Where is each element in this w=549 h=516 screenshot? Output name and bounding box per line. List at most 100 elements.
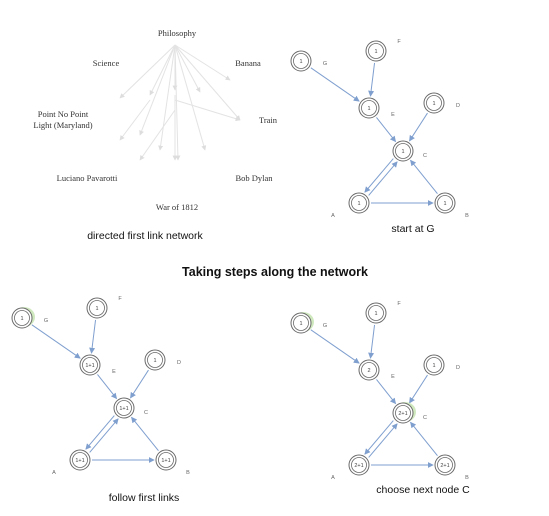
node-b: 1+1B <box>155 449 190 476</box>
node-inner-ring <box>72 452 88 468</box>
node-inner-ring <box>368 43 384 59</box>
node-a: 1+1A <box>52 449 91 476</box>
node-inner-ring <box>361 100 377 116</box>
node-e: 1E <box>358 97 395 119</box>
word-link-extra-1 <box>174 99 241 122</box>
node-value: 1 <box>443 201 446 207</box>
word-link-9 <box>139 44 176 136</box>
node-value: 2+1 <box>398 411 407 417</box>
node-value: 1 <box>432 363 435 369</box>
node-value: 1 <box>401 149 404 155</box>
node-value: 1 <box>357 201 360 207</box>
node-letter: E <box>391 374 395 380</box>
node-inner-ring <box>426 95 442 111</box>
edge-a-to-c <box>89 418 119 453</box>
word-link-0 <box>149 44 176 96</box>
word-bob-dylan: Bob Dylan <box>235 173 273 183</box>
node-letter: D <box>456 103 460 109</box>
edge-f-to-e <box>89 319 97 354</box>
edge-d-to-c <box>409 112 428 142</box>
node-inner-ring <box>368 305 384 321</box>
node-letter: C <box>423 153 427 159</box>
word-luciano-pavarotti: Luciano Pavarotti <box>57 173 118 183</box>
node-letter: A <box>52 470 56 476</box>
node-f: 1F <box>86 296 122 319</box>
node-letter: A <box>331 475 335 481</box>
node-inner-ring <box>426 357 442 373</box>
node-value: 2+1 <box>354 463 363 469</box>
node-letter: B <box>465 475 469 481</box>
node-value: 2 <box>367 368 370 374</box>
edge-a-to-c <box>368 161 398 196</box>
node-letter: D <box>456 365 460 371</box>
word-network-panel: Philosophy Science Banana Point No Point… <box>33 28 277 242</box>
edge-b-to-c <box>131 416 159 451</box>
panel-caption: choose next node C <box>376 484 470 496</box>
node-value: 1+1 <box>119 406 128 412</box>
panel-caption: follow first links <box>109 492 180 504</box>
node-value: 1 <box>374 311 377 317</box>
node-value: 1 <box>374 49 377 55</box>
edge-g-to-e <box>310 329 360 364</box>
node-letter: G <box>323 323 327 329</box>
edge-f-to-e <box>368 62 376 97</box>
edge-b-to-c <box>410 421 438 456</box>
node-c: 1C <box>392 140 427 162</box>
edge-g-to-e <box>31 324 81 359</box>
node-letter: E <box>112 369 116 375</box>
edge-e-to-c <box>97 374 118 400</box>
edge-d-to-c <box>130 369 149 399</box>
node-inner-ring <box>82 357 98 373</box>
word-link-4 <box>174 44 231 81</box>
node-c: 2+1C <box>392 402 427 424</box>
node-inner-ring <box>395 405 411 421</box>
edge-b-to-c <box>410 159 438 194</box>
node-value: 1 <box>299 59 302 65</box>
node-b: 2+1B <box>434 454 469 481</box>
node-inner-ring <box>89 300 105 316</box>
node-value: 1 <box>367 106 370 112</box>
word-link-extra-2 <box>119 99 151 141</box>
node-value: 1+1 <box>75 458 84 464</box>
edge-g-to-e <box>310 67 360 102</box>
caption-directed-network: directed first link network <box>87 230 203 242</box>
word-link-8 <box>174 44 241 121</box>
word-philosophy: Philosophy <box>158 28 197 38</box>
edge-a-to-c <box>368 423 398 458</box>
node-e: 1+1E <box>79 354 116 376</box>
node-inner-ring <box>351 195 367 211</box>
node-letter: B <box>186 470 190 476</box>
node-value: 1 <box>299 321 302 327</box>
section-heading: Taking steps along the network <box>182 265 368 279</box>
edge-e-to-c <box>376 117 397 143</box>
word-train: Train <box>259 115 278 125</box>
word-link-3 <box>119 44 176 99</box>
node-value: 2+1 <box>440 463 449 469</box>
node-inner-ring <box>293 315 309 331</box>
node-letter: D <box>177 360 181 366</box>
node-letter: E <box>391 112 395 118</box>
node-letter: F <box>397 39 401 45</box>
word-link-5 <box>158 44 176 151</box>
node-f: 1F <box>365 301 401 324</box>
word-link-7 <box>174 44 207 151</box>
node-inner-ring <box>437 457 453 473</box>
edge-c-to-a <box>364 158 394 193</box>
node-letter: C <box>144 410 148 416</box>
panel-caption: start at G <box>391 223 434 235</box>
node-inner-ring <box>351 457 367 473</box>
node-value: 1 <box>153 358 156 364</box>
node-value: 1+1 <box>161 458 170 464</box>
edge-c-to-a <box>364 420 394 455</box>
edge-c-to-a <box>85 415 115 450</box>
word-link-extra-3 <box>139 109 176 161</box>
node-b: 1B <box>434 192 469 219</box>
